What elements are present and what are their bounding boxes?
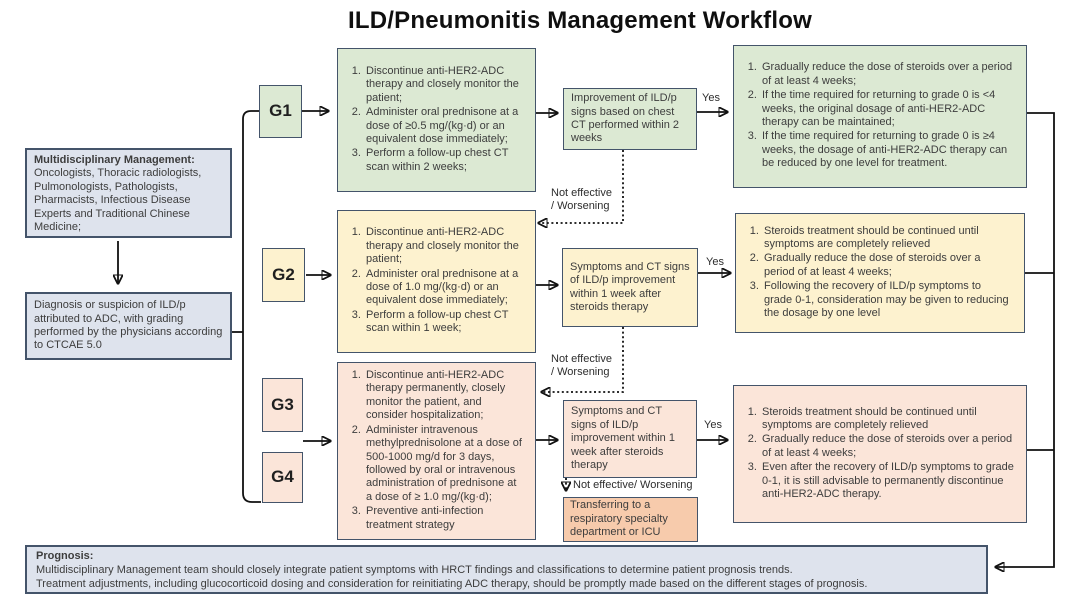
multidisciplinary-heading: Multidisciplinary Management: bbox=[34, 154, 195, 166]
diagnosis-box: Diagnosis or suspicion of ILD/p attribut… bbox=[25, 292, 232, 360]
g2-not-effective-label: Not effective / Worsening bbox=[551, 353, 612, 378]
multidisciplinary-box: Multidisciplinary Management: Oncologist… bbox=[25, 148, 232, 238]
g1-treatment-step: Administer oral prednisone at a dose of … bbox=[364, 106, 525, 146]
grade-box-g4: G4 bbox=[262, 452, 303, 503]
transfer-icu-box: Transferring to a respiratory specialty … bbox=[563, 497, 698, 542]
g34-outcome-step: Steroids treatment should be continued u… bbox=[760, 406, 1014, 433]
g34-treatment-step: Discontinue anti-HER2-ADC therapy perman… bbox=[364, 369, 525, 423]
prognosis-heading: Prognosis: bbox=[36, 550, 94, 562]
g1-assessment-box: Improvement of ILD/p signs based on ches… bbox=[563, 88, 697, 150]
g2-assessment-box: Symptoms and CT signs of ILD/p improveme… bbox=[562, 248, 698, 327]
g2-outcome-step: Gradually reduce the dose of steroids ov… bbox=[762, 252, 1012, 279]
g2-outcome-step: Steroids treatment should be continued u… bbox=[762, 225, 1012, 252]
g2-treatment-step: Perform a follow-up chest CT scan within… bbox=[364, 309, 525, 336]
g1-outcome-box: Gradually reduce the dose of steroids ov… bbox=[733, 45, 1027, 188]
g34-outcome-step: Even after the recovery of ILD/p symptom… bbox=[760, 461, 1014, 501]
g1-not-effective-label: Not effective / Worsening bbox=[551, 187, 612, 212]
g34-outcome-box: Steroids treatment should be continued u… bbox=[733, 385, 1027, 523]
g34-not-effective-label: Not effective/ Worsening bbox=[573, 479, 693, 491]
prognosis-box: Prognosis: Multidisciplinary Management … bbox=[25, 545, 988, 594]
g34-outcome-step: Gradually reduce the dose of steroids ov… bbox=[760, 433, 1014, 460]
g1-outcome-step: If the time required for returning to gr… bbox=[760, 130, 1014, 170]
g1-outcome-step: Gradually reduce the dose of steroids ov… bbox=[760, 61, 1014, 88]
bracket-grades bbox=[242, 110, 261, 503]
g2-outcome-step: Following the recovery of ILD/p symptoms… bbox=[762, 280, 1012, 320]
g34-assessment-text: Symptoms and CT signs of ILD/p improveme… bbox=[571, 405, 675, 472]
g2-outcome-box: Steroids treatment should be continued u… bbox=[735, 213, 1025, 333]
g2-treatment-step: Administer oral prednisone at a dose of … bbox=[364, 268, 525, 308]
diagnosis-text: Diagnosis or suspicion of ILD/p attribut… bbox=[34, 299, 223, 352]
g34-treatment-step: Administer intravenous methylprednisolon… bbox=[364, 424, 525, 504]
g1-yes-label: Yes bbox=[702, 92, 720, 104]
g2-assessment-text: Symptoms and CT signs of ILD/p improveme… bbox=[570, 260, 690, 313]
g34-treatment-step: Preventive anti-infection treatment stra… bbox=[364, 505, 525, 532]
g1-treatment-step: Perform a follow-up chest CT scan within… bbox=[364, 147, 525, 174]
grade-box-g1: G1 bbox=[259, 85, 302, 138]
prognosis-line2: Treatment adjustments, including glucoco… bbox=[36, 578, 868, 591]
grade-box-g2: G2 bbox=[262, 248, 305, 302]
g34-yes-label: Yes bbox=[704, 419, 722, 431]
g34-treatment-box: Discontinue anti-HER2-ADC therapy perman… bbox=[337, 362, 536, 540]
g34-assessment-box: Symptoms and CT signs of ILD/p improveme… bbox=[563, 400, 697, 478]
g1-outcome-step: If the time required for returning to gr… bbox=[760, 89, 1014, 129]
multidisciplinary-body: Oncologists, Thoracic radiologists, Pulm… bbox=[34, 167, 202, 234]
g1-assessment-text: Improvement of ILD/p signs based on ches… bbox=[571, 92, 680, 145]
grade-box-g3: G3 bbox=[262, 378, 303, 432]
g2-treatment-box: Discontinue anti-HER2-ADC therapy and cl… bbox=[337, 210, 536, 353]
prognosis-line1: Multidisciplinary Management team should… bbox=[36, 564, 793, 577]
g1-treatment-box: Discontinue anti-HER2-ADC therapy and cl… bbox=[337, 48, 536, 192]
page-title: ILD/Pneumonitis Management Workflow bbox=[348, 7, 812, 34]
g2-treatment-step: Discontinue anti-HER2-ADC therapy and cl… bbox=[364, 226, 525, 266]
g2-yes-label: Yes bbox=[706, 256, 724, 268]
transfer-icu-text: Transferring to a respiratory specialty … bbox=[570, 499, 668, 539]
g1-treatment-step: Discontinue anti-HER2-ADC therapy and cl… bbox=[364, 65, 525, 105]
